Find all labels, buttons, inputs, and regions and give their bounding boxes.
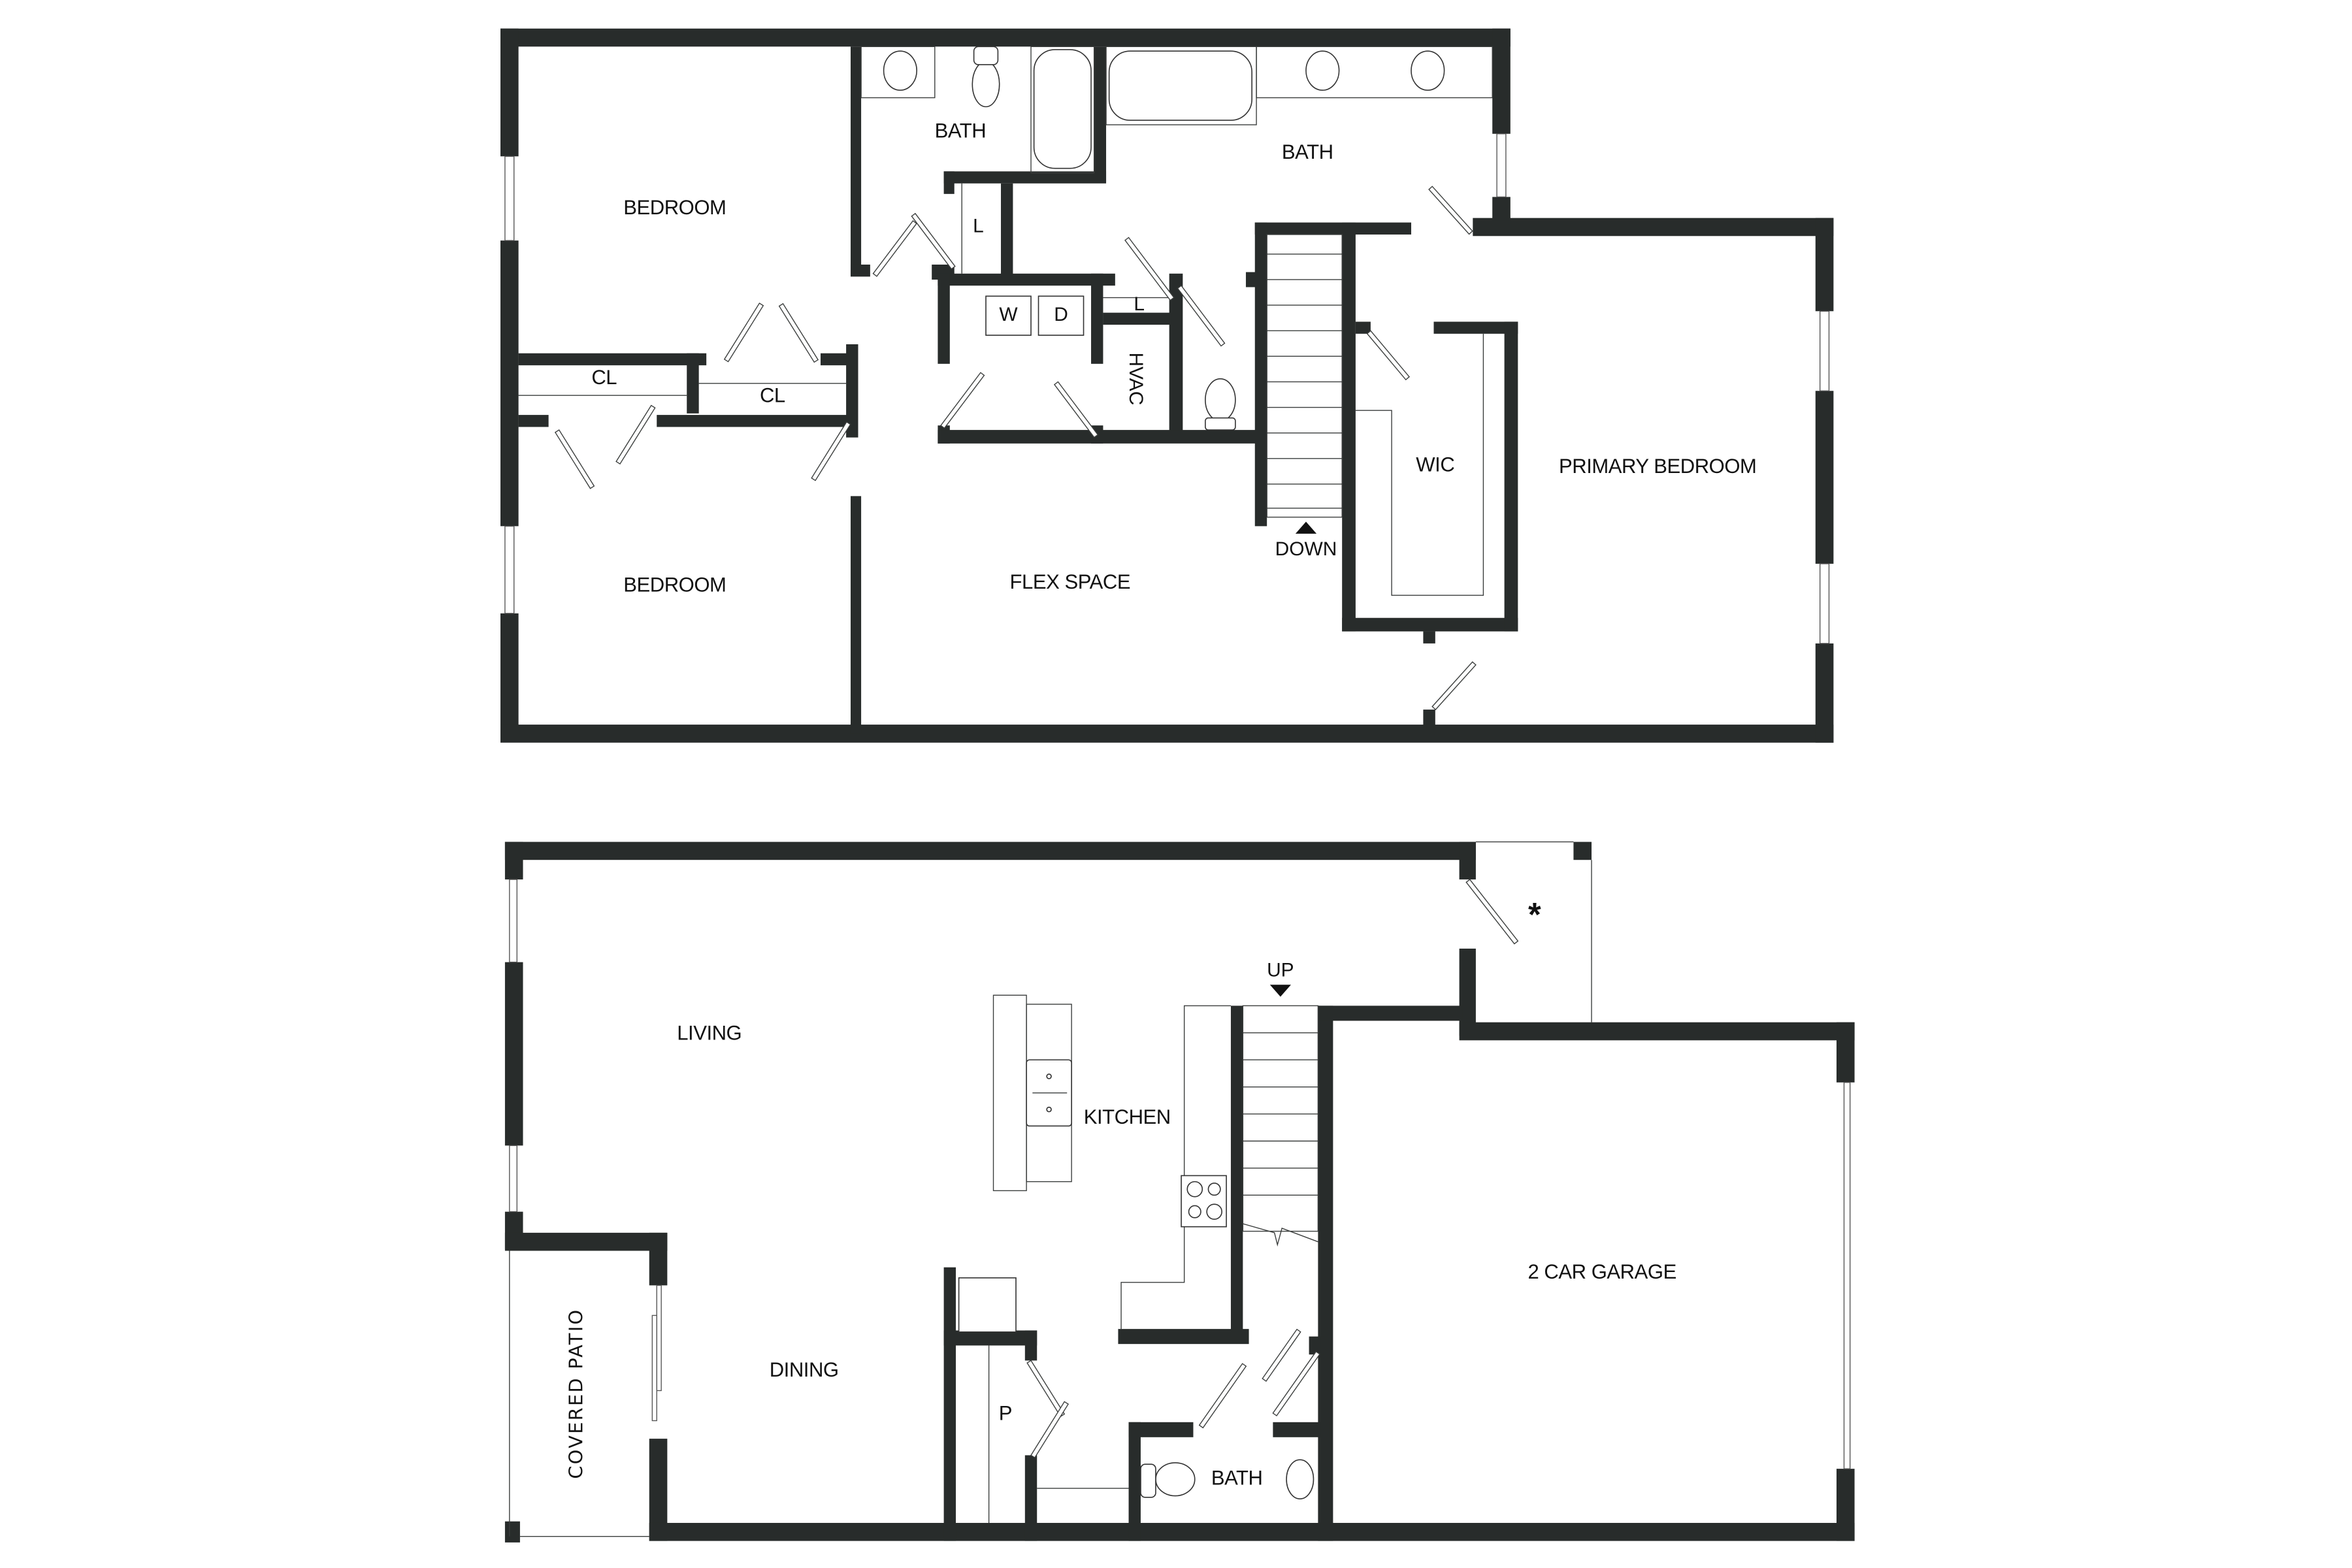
toilet-icon (972, 61, 1000, 108)
lower-exterior-walls (504, 841, 1855, 1543)
room-label-dining: DINING (770, 1358, 839, 1381)
bathtub-icon (1033, 49, 1092, 169)
upper-stairs (1266, 234, 1343, 534)
sink-icon (1305, 50, 1340, 91)
upper-labels: BEDROOM BEDROOM BATH BATH CL CL L L W D … (591, 120, 1757, 596)
washer-icon (985, 295, 1032, 336)
lower-labels: LIVING KITCHEN DINING COVERED PATIO P BA… (564, 959, 1676, 1489)
dryer-icon (1037, 295, 1085, 336)
stairs-up-arrow-icon (1269, 985, 1291, 997)
fridge-icon (958, 1277, 1017, 1333)
room-label-garage: 2 CAR GARAGE (1527, 1260, 1676, 1283)
stairs-up-label: UP (1267, 959, 1294, 981)
stairs-down-label: DOWN (1275, 538, 1337, 560)
room-label-living: LIVING (677, 1021, 742, 1044)
kitchen-fixtures (958, 994, 1231, 1523)
upper-floor: BEDROOM BEDROOM BATH BATH CL CL L L W D … (500, 28, 1834, 743)
range-icon (1181, 1175, 1227, 1228)
room-label-hvac: HVAC (1125, 352, 1147, 405)
room-label-flex-space: FLEX SPACE (1010, 570, 1131, 593)
upper-windows (504, 133, 1830, 644)
room-label-covered-patio: COVERED PATIO (564, 1309, 587, 1479)
dryer-label: D (1054, 304, 1068, 325)
upper-doors (554, 186, 1477, 711)
lower-bath-fixtures (1140, 1459, 1315, 1499)
washer-label: W (999, 304, 1018, 325)
room-label-bedroom-1: BEDROOM (623, 196, 726, 219)
bathtub-icon (1108, 50, 1252, 121)
room-label-linen-2: L (1134, 293, 1145, 315)
room-label-pantry: P (999, 1401, 1012, 1424)
sink-icon (1286, 1459, 1315, 1499)
upper-fixtures (860, 46, 1493, 431)
room-label-half-bath: BATH (1211, 1466, 1263, 1489)
room-label-primary-bath: BATH (1282, 140, 1333, 163)
lower-doors (1026, 879, 1519, 1459)
toilet-icon (1155, 1462, 1196, 1497)
room-label-closet-2: CL (760, 384, 785, 407)
entry-asterisk-icon: * (1528, 896, 1541, 933)
room-label-hall-bath: BATH (935, 120, 987, 142)
room-label-primary-bedroom: PRIMARY BEDROOM (1559, 455, 1756, 478)
room-label-closet-1: CL (591, 366, 617, 389)
lower-floor: * LIVING KITCHEN DINING COVERED PATIO P … (504, 841, 1855, 1543)
room-label-linen-1: L (973, 215, 984, 237)
sink-icon (1411, 50, 1445, 91)
upper-interior-walls (518, 46, 1518, 734)
toilet-icon (1205, 378, 1236, 422)
stairs-down-arrow-icon (1295, 521, 1317, 534)
upper-exterior-walls (500, 28, 1834, 743)
room-label-bedroom-2: BEDROOM (623, 574, 726, 596)
room-label-wic: WIC (1416, 453, 1454, 476)
lower-stairs (1242, 985, 1319, 1247)
sink-icon (883, 50, 918, 91)
room-label-kitchen: KITCHEN (1084, 1105, 1171, 1128)
lower-windows (509, 841, 1851, 1537)
wic-shelf (1355, 333, 1484, 596)
lower-interior-walls (943, 1005, 1330, 1541)
